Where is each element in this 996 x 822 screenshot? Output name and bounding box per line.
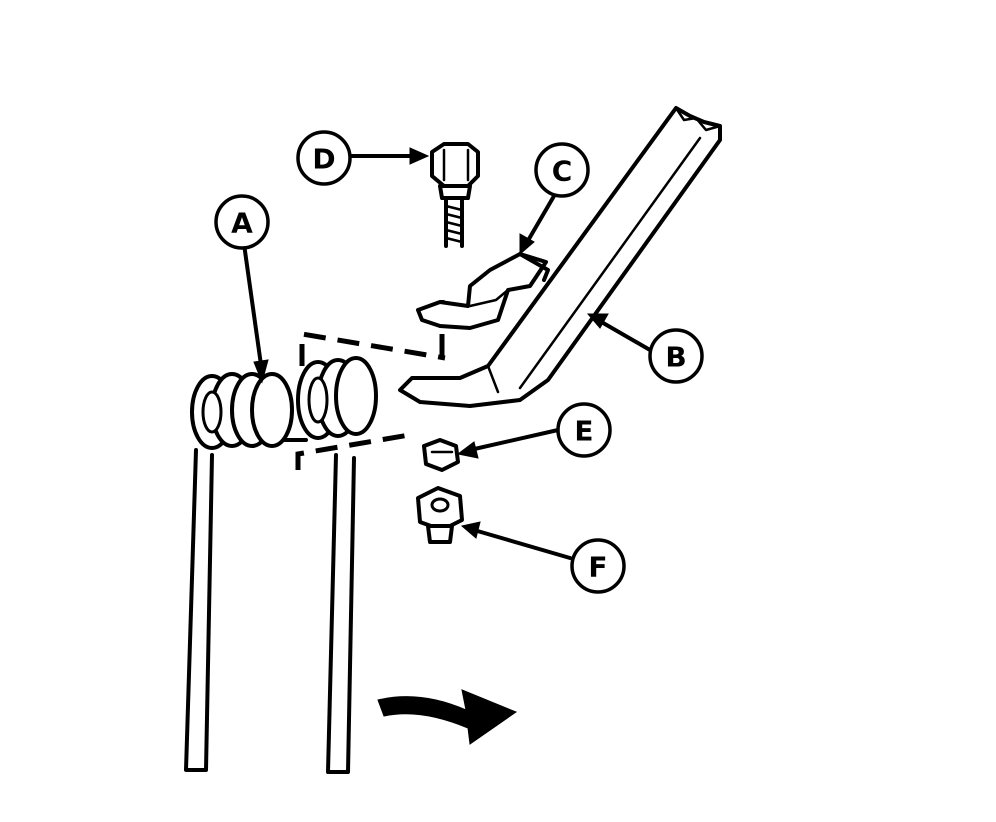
clamp-edge xyxy=(518,252,550,282)
lock-washer-body xyxy=(422,438,460,472)
tine-bar-bend xyxy=(486,364,500,394)
curved-arrow-icon xyxy=(377,689,518,745)
nut-hole xyxy=(430,497,450,513)
left-coil xyxy=(190,372,294,450)
bolt xyxy=(430,142,480,248)
leader-c-head xyxy=(519,233,535,256)
dash-upper xyxy=(299,331,446,366)
callout-a: A xyxy=(214,194,270,250)
tine-spring xyxy=(184,356,378,774)
nut xyxy=(416,486,464,544)
leader-a-head xyxy=(253,359,269,384)
leader-b xyxy=(596,318,652,352)
callout-c: C xyxy=(534,142,590,198)
callout-e: E xyxy=(556,402,612,458)
right-coil xyxy=(296,356,378,440)
tine-bar-fold xyxy=(518,136,702,390)
leader-lines xyxy=(242,147,652,560)
callout-b-text: B xyxy=(665,341,686,374)
leader-c xyxy=(524,194,556,246)
clamp-crease xyxy=(468,288,510,308)
lock-washer xyxy=(422,438,460,472)
leader-f xyxy=(472,528,572,560)
leader-f-head xyxy=(460,521,481,539)
bolt-washer-face xyxy=(438,184,472,200)
nut-flange xyxy=(426,524,454,544)
leader-a xyxy=(242,242,264,374)
tine-left-leg xyxy=(184,448,214,772)
dash-lower xyxy=(295,431,416,470)
callout-f-text: F xyxy=(588,551,607,584)
clamp xyxy=(416,252,550,330)
callout-d-text: D xyxy=(312,143,335,176)
callout-f: F xyxy=(570,538,626,594)
clamp-body xyxy=(416,252,548,330)
callout-b: B xyxy=(648,328,704,384)
bolt-head-flats xyxy=(442,148,470,182)
callout-e-text: E xyxy=(574,415,593,448)
tine-bar-break xyxy=(674,106,722,132)
bolt-head xyxy=(430,142,480,188)
leader-e-head xyxy=(456,441,479,459)
leader-e xyxy=(468,428,560,452)
callout-c-text: C xyxy=(552,155,573,188)
leader-b-head xyxy=(586,313,609,329)
tine-right-leg xyxy=(326,453,356,774)
bolt-thread xyxy=(444,204,464,244)
tine-bar xyxy=(398,106,722,408)
callout-a-text: A xyxy=(231,207,253,240)
leader-d-head xyxy=(409,147,430,165)
tine-bar-body xyxy=(398,106,722,408)
callout-d: D xyxy=(296,130,352,186)
